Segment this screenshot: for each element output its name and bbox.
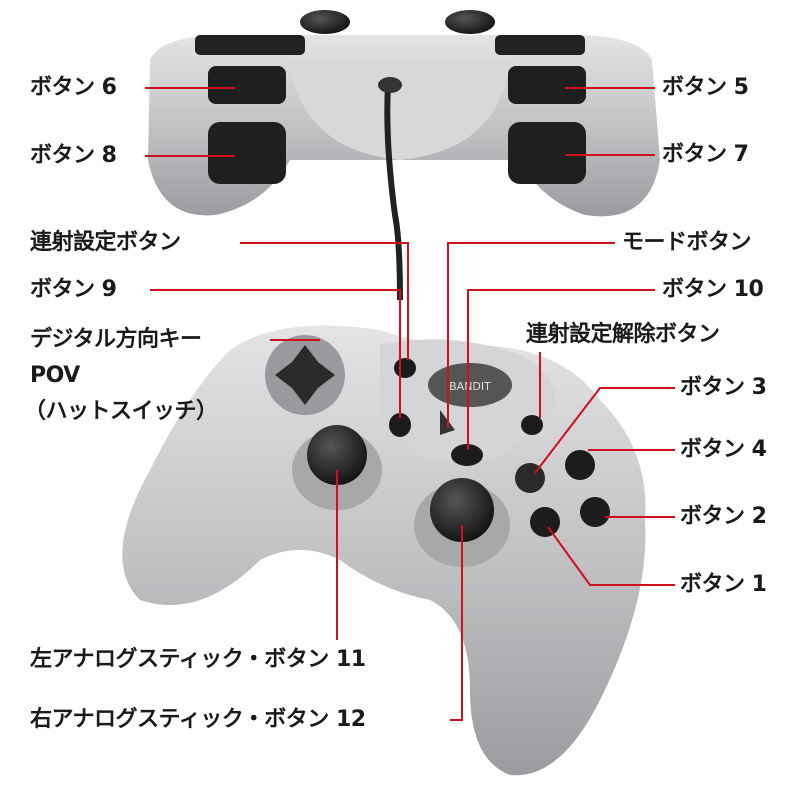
- button-3[interactable]: [515, 463, 545, 493]
- label-button-7: ボタン 7: [662, 142, 749, 167]
- label-button-1: ボタン 1: [680, 572, 767, 597]
- button-9[interactable]: [389, 413, 411, 437]
- label-turbo-clear: 連射設定解除ボタン: [526, 322, 720, 347]
- label-mode: モードボタン: [622, 230, 752, 255]
- label-right-stick: 右アナログスティック・ボタン 12: [30, 707, 366, 732]
- leader-lines: [145, 87, 675, 721]
- label-left-stick: 左アナログスティック・ボタン 11: [30, 647, 366, 672]
- left-analog-stick[interactable]: [307, 425, 367, 485]
- right-analog-stick[interactable]: [430, 478, 494, 542]
- button-6[interactable]: [208, 66, 286, 104]
- cable: [384, 84, 403, 301]
- label-button-4: ボタン 4: [680, 437, 767, 462]
- turbo-clear-button[interactable]: [521, 415, 543, 435]
- label-button-6: ボタン 6: [30, 75, 117, 100]
- button-1[interactable]: [530, 507, 560, 537]
- button-4[interactable]: [565, 450, 595, 480]
- label-button-3: ボタン 3: [680, 375, 767, 400]
- logo: BANDIT: [449, 380, 491, 393]
- button-5[interactable]: [508, 66, 586, 104]
- label-button-9: ボタン 9: [30, 277, 117, 302]
- label-dpad-pov: POV: [30, 363, 80, 388]
- label-button-8: ボタン 8: [30, 143, 117, 168]
- label-button-2: ボタン 2: [680, 504, 767, 529]
- turbo-set-button[interactable]: [394, 358, 416, 378]
- controller-top-view: [148, 10, 660, 301]
- button-10[interactable]: [451, 444, 483, 466]
- label-turbo-set: 連射設定ボタン: [30, 230, 181, 255]
- label-dpad-hat: （ハットスイッチ）: [24, 399, 218, 424]
- label-button-10: ボタン 10: [662, 277, 764, 302]
- button-2[interactable]: [580, 497, 610, 527]
- label-dpad: デジタル方向キー: [30, 327, 202, 352]
- label-button-5: ボタン 5: [662, 75, 749, 100]
- dpad[interactable]: [275, 345, 335, 405]
- button-7[interactable]: [508, 122, 586, 184]
- button-8[interactable]: [208, 122, 286, 184]
